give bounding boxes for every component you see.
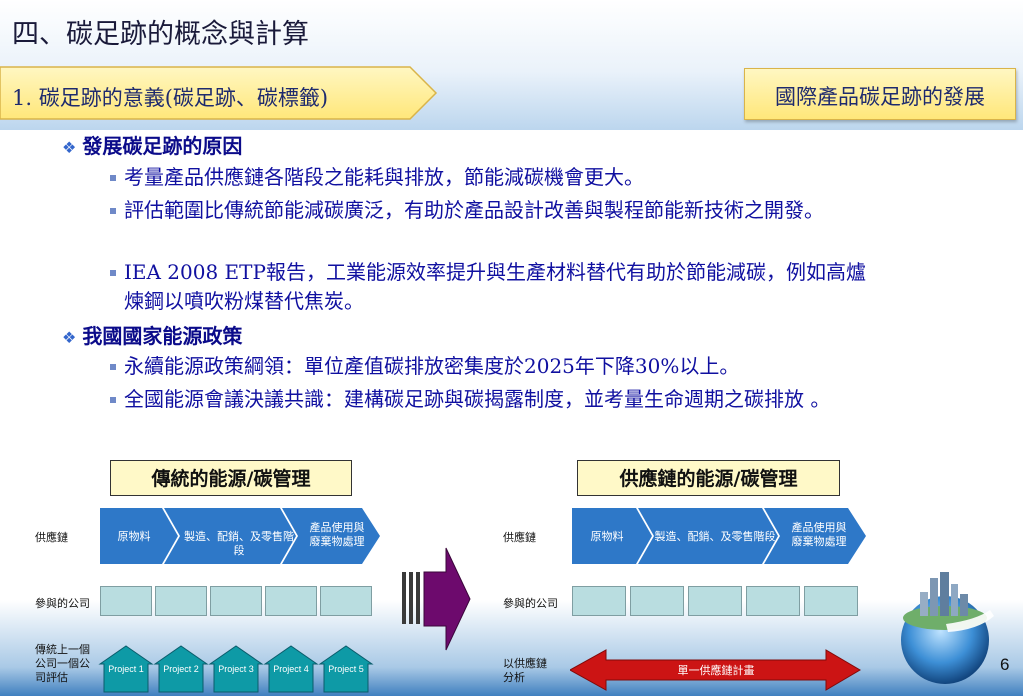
- company-box: [572, 586, 626, 616]
- left-chevron-flow: [100, 508, 380, 564]
- chevron-label: 原物料: [590, 530, 624, 543]
- square-bullet-icon: [110, 270, 116, 276]
- right-tab-label: 國際產品碳足跡的發展: [775, 85, 985, 109]
- chevron-label: 原物料: [117, 530, 151, 543]
- bullet-item: IEA 2008 ETP報告，工業能源效率提升與生產材料替代有助於節能減碳，例如…: [110, 258, 872, 316]
- project-label: Project 5: [328, 664, 364, 674]
- company-box: [210, 586, 262, 616]
- chevron-raw-material: [100, 508, 178, 564]
- company-box: [265, 586, 317, 616]
- row-label-supply-chain: 供應鏈: [503, 531, 536, 544]
- chevron-manufacturing: [164, 508, 296, 564]
- project-arrows: [98, 645, 374, 693]
- chevron-use-disposal: [282, 508, 380, 564]
- row-label-evaluation: 傳統上一個公司一個公司評估: [35, 643, 90, 684]
- diamond-bullet-icon: ❖: [62, 138, 77, 157]
- bullet-item: 全國能源會議決議共識：建構碳足跡與碳揭露制度，並考量生命週期之碳排放 。: [110, 385, 869, 414]
- left-tab-arrow: [0, 66, 438, 120]
- chevron-label: 製造、配銷、及零售階段: [184, 530, 294, 557]
- chevron-label: 製造、配銷、及零售階段: [654, 530, 776, 543]
- company-box: [100, 586, 152, 616]
- section-heading-reasons: ❖發展碳足跡的原因: [62, 134, 243, 158]
- company-box: [320, 586, 372, 616]
- row-label-companies: 參與的公司: [503, 597, 558, 610]
- project-arrow: [98, 645, 154, 693]
- project-arrow: [263, 645, 319, 693]
- diagram-left-title: 傳統的能源/碳管理: [110, 460, 352, 496]
- left-tab-label[interactable]: 1. 碳足跡的意義(碳足跡、碳標籤): [12, 86, 329, 110]
- chevron-manufacturing: [638, 508, 778, 564]
- globe-city-icon: [901, 572, 994, 684]
- chevron-label: 產品使用與廢棄物處理: [791, 521, 847, 548]
- arrow-label: 單一供應鏈計畫: [677, 664, 755, 677]
- square-bullet-icon: [110, 397, 116, 403]
- company-box: [688, 586, 742, 616]
- square-bullet-icon: [110, 175, 116, 181]
- row-label-analysis: 以供應鏈分析: [503, 657, 547, 684]
- diagram-right-title: 供應鏈的能源/碳管理: [577, 460, 840, 496]
- project-label: Project 3: [218, 664, 254, 674]
- page-number: 6: [1000, 655, 1010, 674]
- row-label-companies: 參與的公司: [35, 597, 90, 610]
- project-arrow: [208, 645, 264, 693]
- bullet-item: 評估範圍比傳統節能減碳廣泛，有助於產品設計改善與製程節能新技術之開發。: [110, 196, 869, 225]
- transition-arrow-icon: [402, 547, 471, 651]
- row-label-supply-chain: 供應鏈: [35, 531, 68, 544]
- company-box: [630, 586, 684, 616]
- single-supply-chain-arrow: [570, 649, 861, 691]
- company-box: [155, 586, 207, 616]
- square-bullet-icon: [110, 364, 116, 370]
- company-box: [746, 586, 800, 616]
- section-heading-policy: ❖我國國家能源政策: [62, 324, 243, 348]
- chevron-use-disposal: [764, 508, 866, 564]
- bullet-item: 考量產品供應鏈各階段之能耗與排放，節能減碳機會更大。: [110, 163, 894, 192]
- project-label: Project 1: [108, 664, 144, 674]
- right-tab-button[interactable]: 國際產品碳足跡的發展: [744, 68, 1016, 120]
- slide-title: 四、碳足跡的概念與計算: [12, 19, 309, 50]
- chevron-label: 產品使用與廢棄物處理: [309, 521, 365, 548]
- project-label: Project 4: [273, 664, 309, 674]
- bullet-item: 永續能源政策綱領：單位產值碳排放密集度於2025年下降30%以上。: [110, 352, 894, 381]
- square-bullet-icon: [110, 208, 116, 214]
- right-chevron-flow: [572, 508, 866, 564]
- project-label: Project 2: [163, 664, 199, 674]
- project-arrow: [153, 645, 209, 693]
- project-arrow: [318, 645, 374, 693]
- diamond-bullet-icon: ❖: [62, 328, 77, 347]
- company-box: [804, 586, 858, 616]
- chevron-raw-material: [572, 508, 652, 564]
